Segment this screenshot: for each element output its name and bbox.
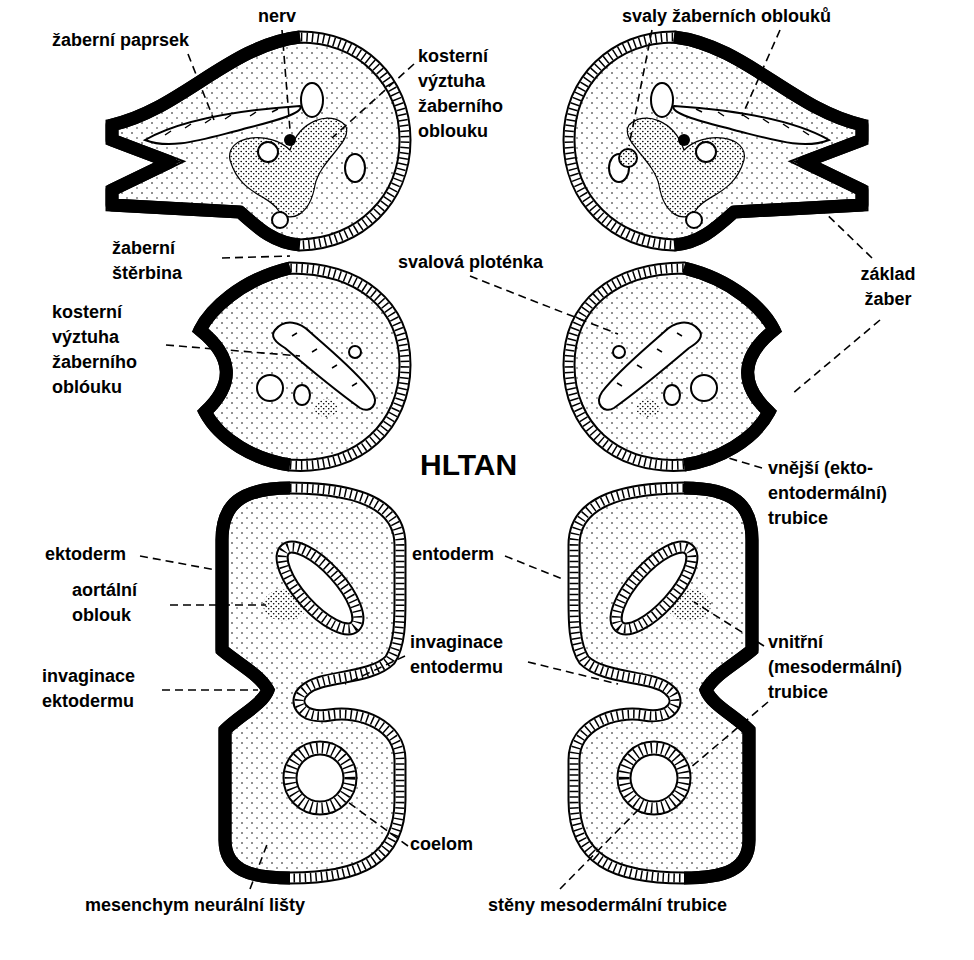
part-label: vnější (ekto- entodermální) trubice (768, 456, 918, 531)
left-sections (112, 37, 405, 878)
part-label: aortální oblouk (72, 578, 172, 628)
part-label: coelom (410, 832, 473, 857)
part-label: invaginace ektodermu (42, 664, 160, 714)
part-label: mesenchym neurální lišty (85, 893, 305, 918)
part-label: invaginace entodermu (410, 630, 528, 680)
part-label: ektoderm (45, 542, 126, 567)
part-label: entoderm (412, 542, 494, 567)
part-label: svalová ploténka (398, 250, 543, 275)
part-label: stěny mesodermální trubice (488, 893, 727, 918)
part-label: žaberní štěrbina (112, 236, 222, 286)
part-label: vnitřní (mesodermální) trubice (768, 630, 933, 705)
right-sections (569, 37, 862, 878)
part-label: kosterní výztuha žaberního oblóuku (52, 300, 162, 400)
muscle-symbol (619, 149, 637, 167)
part-label: základ žaber (838, 262, 938, 312)
region-title: HLTAN (420, 444, 517, 485)
part-label: svaly žaberních oblouků (622, 4, 831, 29)
part-label: nerv (258, 4, 296, 29)
part-label: kosterní výztuha žaberního oblouku (418, 44, 518, 144)
part-label: žaberní paprsek (52, 28, 189, 53)
